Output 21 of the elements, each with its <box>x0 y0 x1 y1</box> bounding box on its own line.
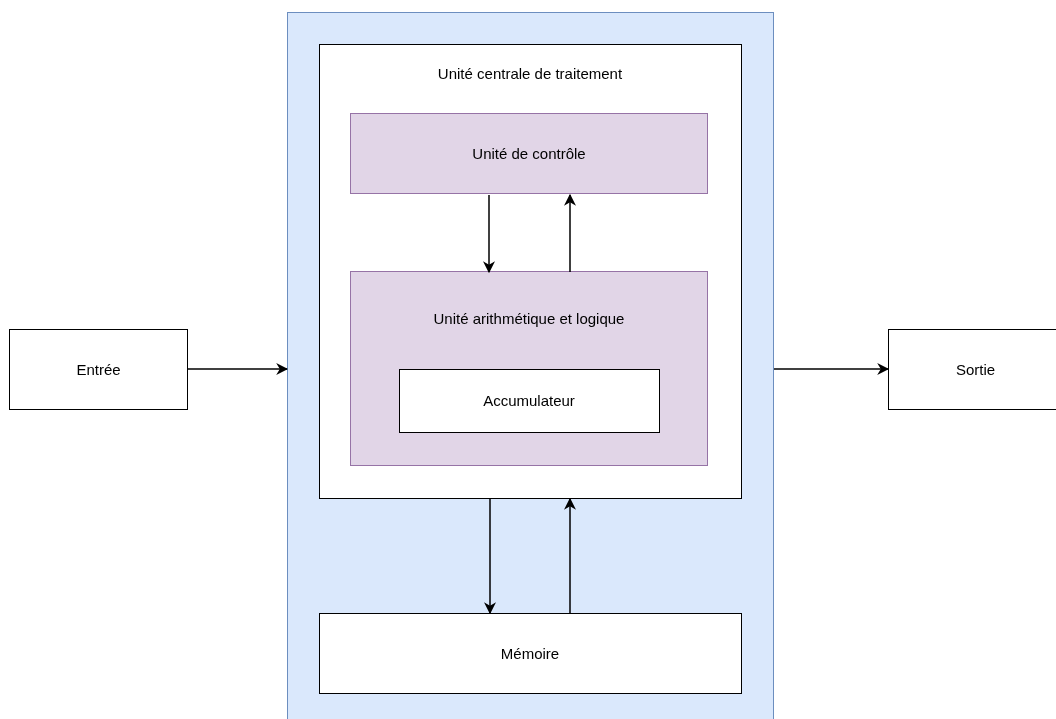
node-label: Unité arithmétique et logique <box>433 310 625 327</box>
arrow <box>187 363 289 375</box>
arrow <box>484 498 496 615</box>
alu-box <box>350 271 708 466</box>
input-box <box>9 329 188 410</box>
output-box <box>888 329 1056 410</box>
node-label: Entrée <box>76 361 121 378</box>
arrow <box>773 363 890 375</box>
cpu-box <box>318 43 742 499</box>
node-label: Accumulateur <box>483 392 575 409</box>
node-label: Unité centrale de traitement <box>437 64 623 82</box>
accumulator-box <box>398 368 660 433</box>
box-panel <box>287 12 774 719</box>
control-unit-box <box>350 113 708 194</box>
memory-box <box>318 612 742 694</box>
node-label: Sortie <box>955 361 996 378</box>
arrow <box>483 194 495 274</box>
node-label: Mémoire <box>500 644 560 662</box>
arrow <box>564 497 576 614</box>
node-label: Unité de contrôle <box>472 145 586 162</box>
arrow <box>564 193 576 273</box>
